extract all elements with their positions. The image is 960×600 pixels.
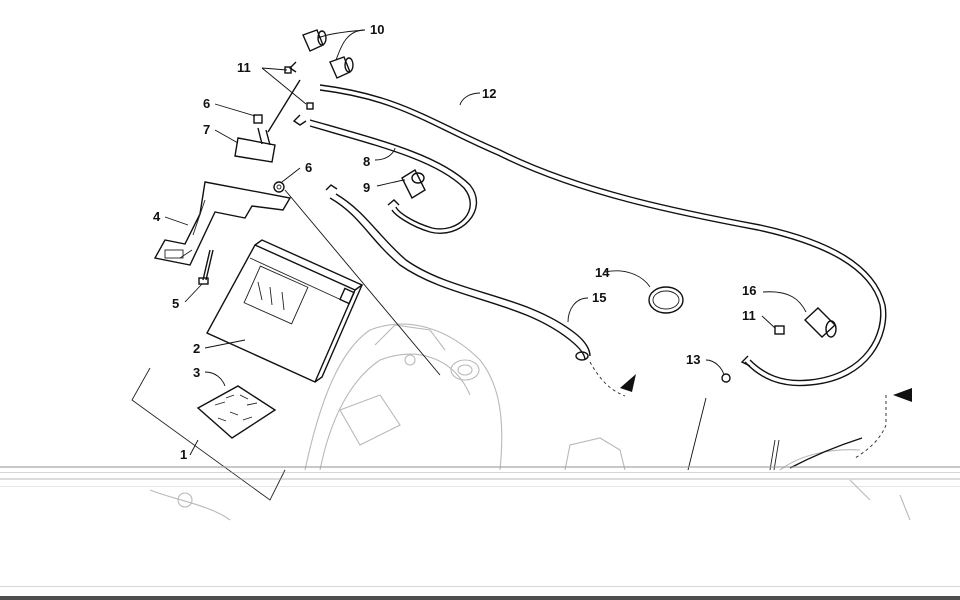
terminal-boot (302, 29, 354, 79)
arrow-marker (893, 388, 912, 402)
battery-kit-bracket (131, 367, 286, 501)
terminal-boot-16 (803, 307, 837, 338)
guide-line (284, 189, 441, 376)
bolt (198, 249, 214, 285)
ground-terminal (721, 355, 751, 383)
callout-13: 13 (686, 352, 700, 367)
battery (206, 239, 364, 383)
cable-lower (789, 437, 863, 469)
bolt-lower (769, 439, 780, 471)
arrow-marker (620, 374, 636, 392)
battery-cable-15 (329, 193, 626, 397)
decal-card (196, 385, 277, 439)
callout-8: 8 (363, 154, 370, 169)
callout-7: 7 (203, 122, 210, 137)
callout-11-right: 11 (742, 308, 756, 323)
battery-bracket (153, 181, 292, 266)
callout-5: 5 (172, 296, 179, 311)
nut (273, 181, 285, 193)
guide-line (687, 397, 707, 471)
callout-4: 4 (153, 209, 161, 224)
callout-1: 1 (180, 447, 187, 462)
relay (234, 79, 301, 163)
battery-cable-8 (309, 119, 477, 234)
callout-15: 15 (592, 290, 606, 305)
terminal-boot-9 (401, 169, 426, 199)
leader-lines (164, 29, 807, 456)
callout-9: 9 (363, 180, 370, 195)
battery-cable-main (319, 84, 887, 387)
callout-3: 3 (193, 365, 200, 380)
cable-continuation (854, 395, 887, 459)
callout-16: 16 (742, 283, 756, 298)
callout-11-top: 11 (237, 60, 251, 75)
cable-clamp (648, 286, 684, 314)
scan-noise (0, 466, 960, 600)
chassis-outline (149, 323, 911, 521)
callout-10: 10 (370, 22, 384, 37)
callout-14: 14 (595, 265, 610, 280)
cable-terminals (288, 61, 400, 206)
callout-6-bracket: 6 (305, 160, 312, 175)
callout-2: 2 (193, 341, 200, 356)
callout-6-relay: 6 (203, 96, 210, 111)
callout-12: 12 (482, 86, 496, 101)
